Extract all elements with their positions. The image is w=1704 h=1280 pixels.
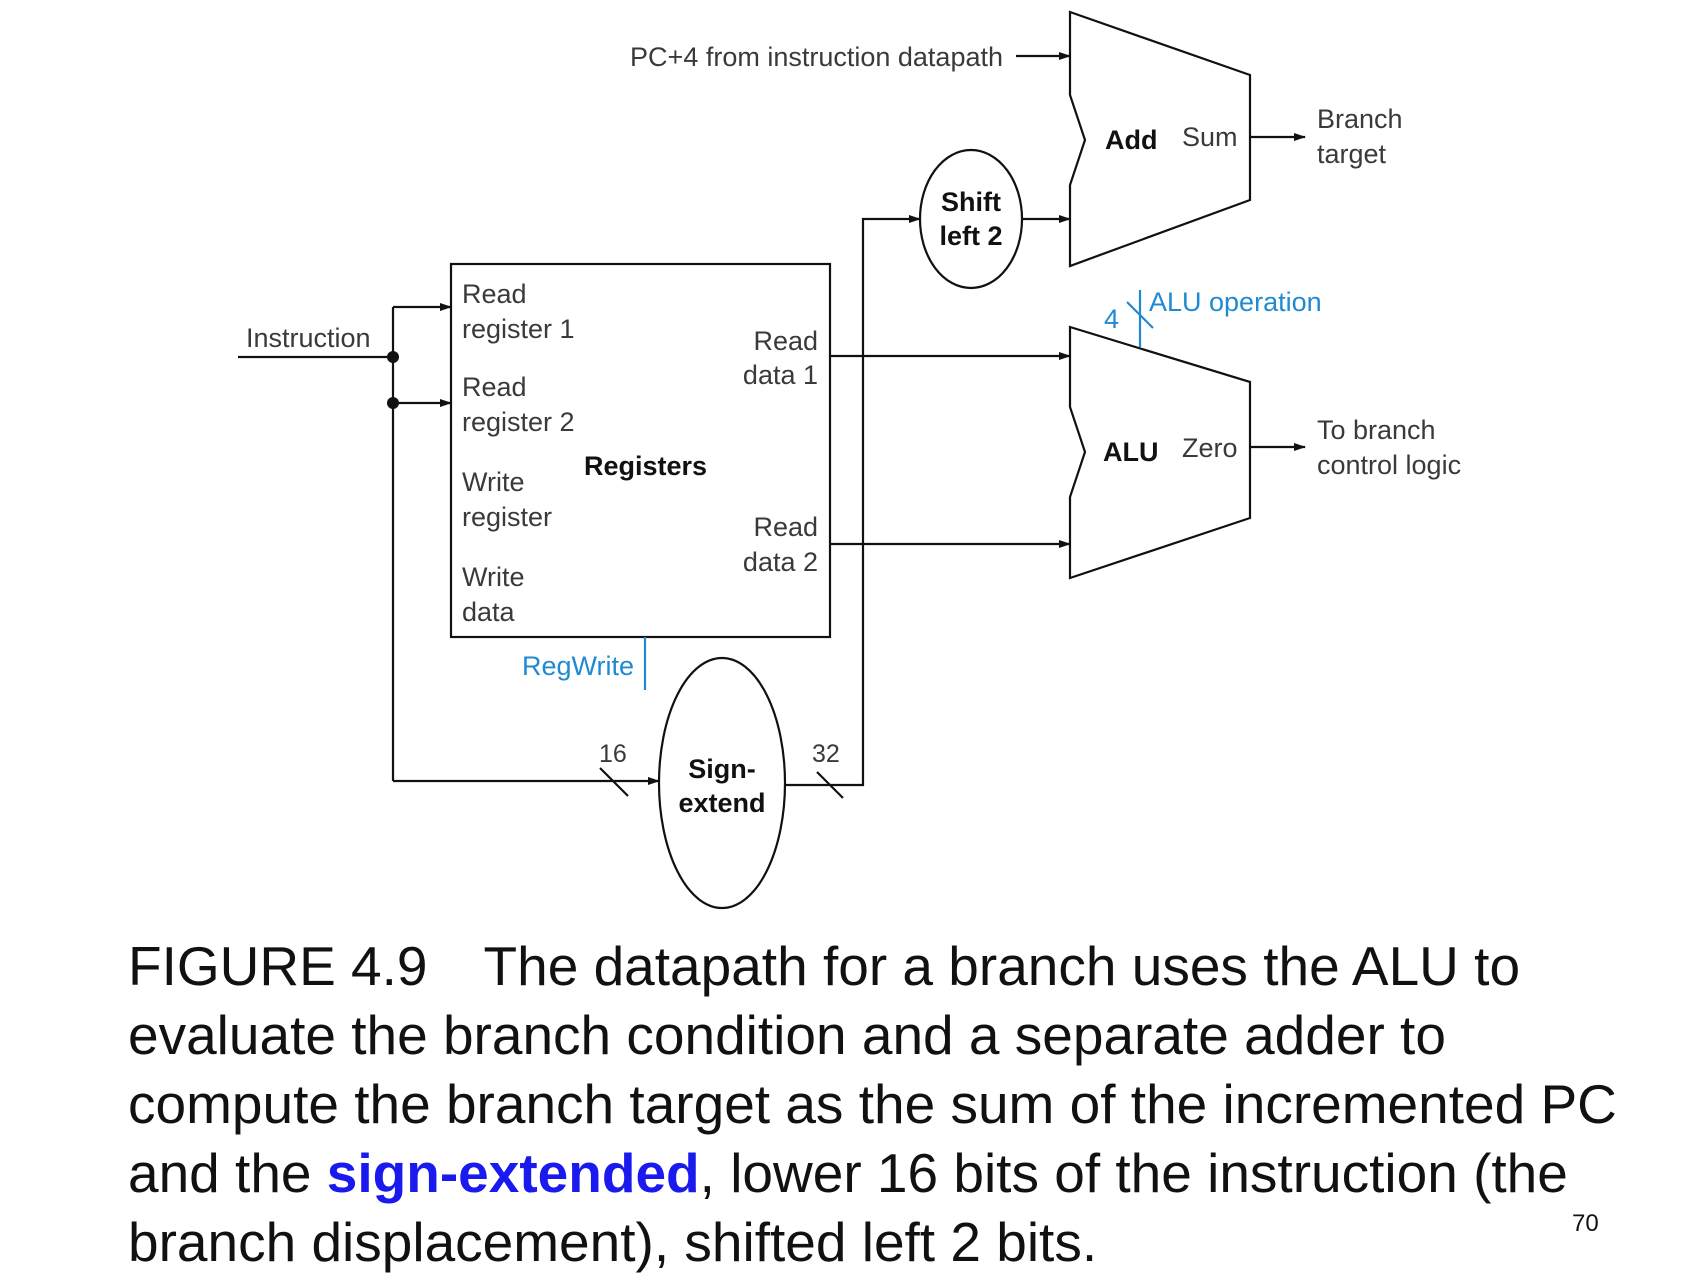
read-data-1-label-a: Read bbox=[753, 326, 818, 356]
read-register-1-label-b: register 1 bbox=[462, 314, 575, 344]
bus-tick-16 bbox=[599, 767, 629, 797]
sign-extend-label-a: Sign- bbox=[688, 754, 756, 784]
page-number: 70 bbox=[1572, 1210, 1599, 1237]
read-register-2-label-a: Read bbox=[462, 372, 527, 402]
branch-target-label-b: target bbox=[1317, 139, 1387, 169]
write-register-label-b: register bbox=[462, 502, 552, 532]
registers-block bbox=[449, 262, 832, 639]
adder-sum-label: Sum bbox=[1182, 122, 1238, 152]
caption-text-after: , lower 16 bits of the instruction (the … bbox=[128, 1142, 1568, 1273]
sign-extend-out-wire bbox=[785, 215, 921, 787]
registers-title: Registers bbox=[584, 451, 707, 481]
alu-shape bbox=[1068, 325, 1252, 580]
alu-zero-label: Zero bbox=[1182, 433, 1238, 463]
bits-16-label: 16 bbox=[599, 740, 627, 768]
alu-name-label: ALU bbox=[1103, 437, 1159, 467]
bits-32-label: 32 bbox=[812, 740, 840, 768]
figure-number: FIGURE 4.9 bbox=[128, 935, 428, 997]
caption-highlight: sign-extended bbox=[326, 1142, 700, 1204]
branch-control-label-a: To branch bbox=[1317, 415, 1436, 445]
alu-op-bits-label: 4 bbox=[1104, 304, 1119, 334]
alu-operation-label: ALU operation bbox=[1149, 287, 1322, 317]
regwrite-label: RegWrite bbox=[522, 651, 634, 681]
sign-extend-label-b: extend bbox=[678, 788, 765, 818]
read-data-1-label-b: data 1 bbox=[743, 360, 818, 390]
write-register-label-a: Write bbox=[462, 467, 525, 497]
read-data-2-label-b: data 2 bbox=[743, 547, 818, 577]
branch-datapath-diagram: PC+4 from instruction datapath Instructi… bbox=[238, 10, 1461, 910]
caption-text-before: The datapath for a branch uses the ALU t… bbox=[128, 935, 1617, 1204]
adder-name-label: Add bbox=[1105, 125, 1157, 155]
junction-dot-1 bbox=[387, 351, 399, 363]
read-data-2-label-a: Read bbox=[753, 512, 818, 542]
junction-dot-2 bbox=[387, 397, 399, 409]
shift-left-label-a: Shift bbox=[941, 187, 1001, 217]
write-data-label-b: data bbox=[462, 597, 516, 627]
branch-control-label-b: control logic bbox=[1317, 450, 1461, 480]
shift-left-2-unit bbox=[918, 148, 1024, 290]
instruction-label: Instruction bbox=[246, 323, 371, 353]
pc4-label: PC+4 from instruction datapath bbox=[630, 42, 1003, 72]
bus-tick-32 bbox=[816, 771, 844, 799]
adder-shape bbox=[1068, 10, 1252, 268]
alu-op-bus-tick bbox=[1126, 301, 1154, 329]
branch-target-label-a: Branch bbox=[1317, 104, 1403, 134]
read-register-2-label-b: register 2 bbox=[462, 407, 575, 437]
read-register-1-label-a: Read bbox=[462, 279, 527, 309]
write-data-label-a: Write bbox=[462, 562, 525, 592]
shift-left-label-b: left 2 bbox=[939, 221, 1002, 251]
